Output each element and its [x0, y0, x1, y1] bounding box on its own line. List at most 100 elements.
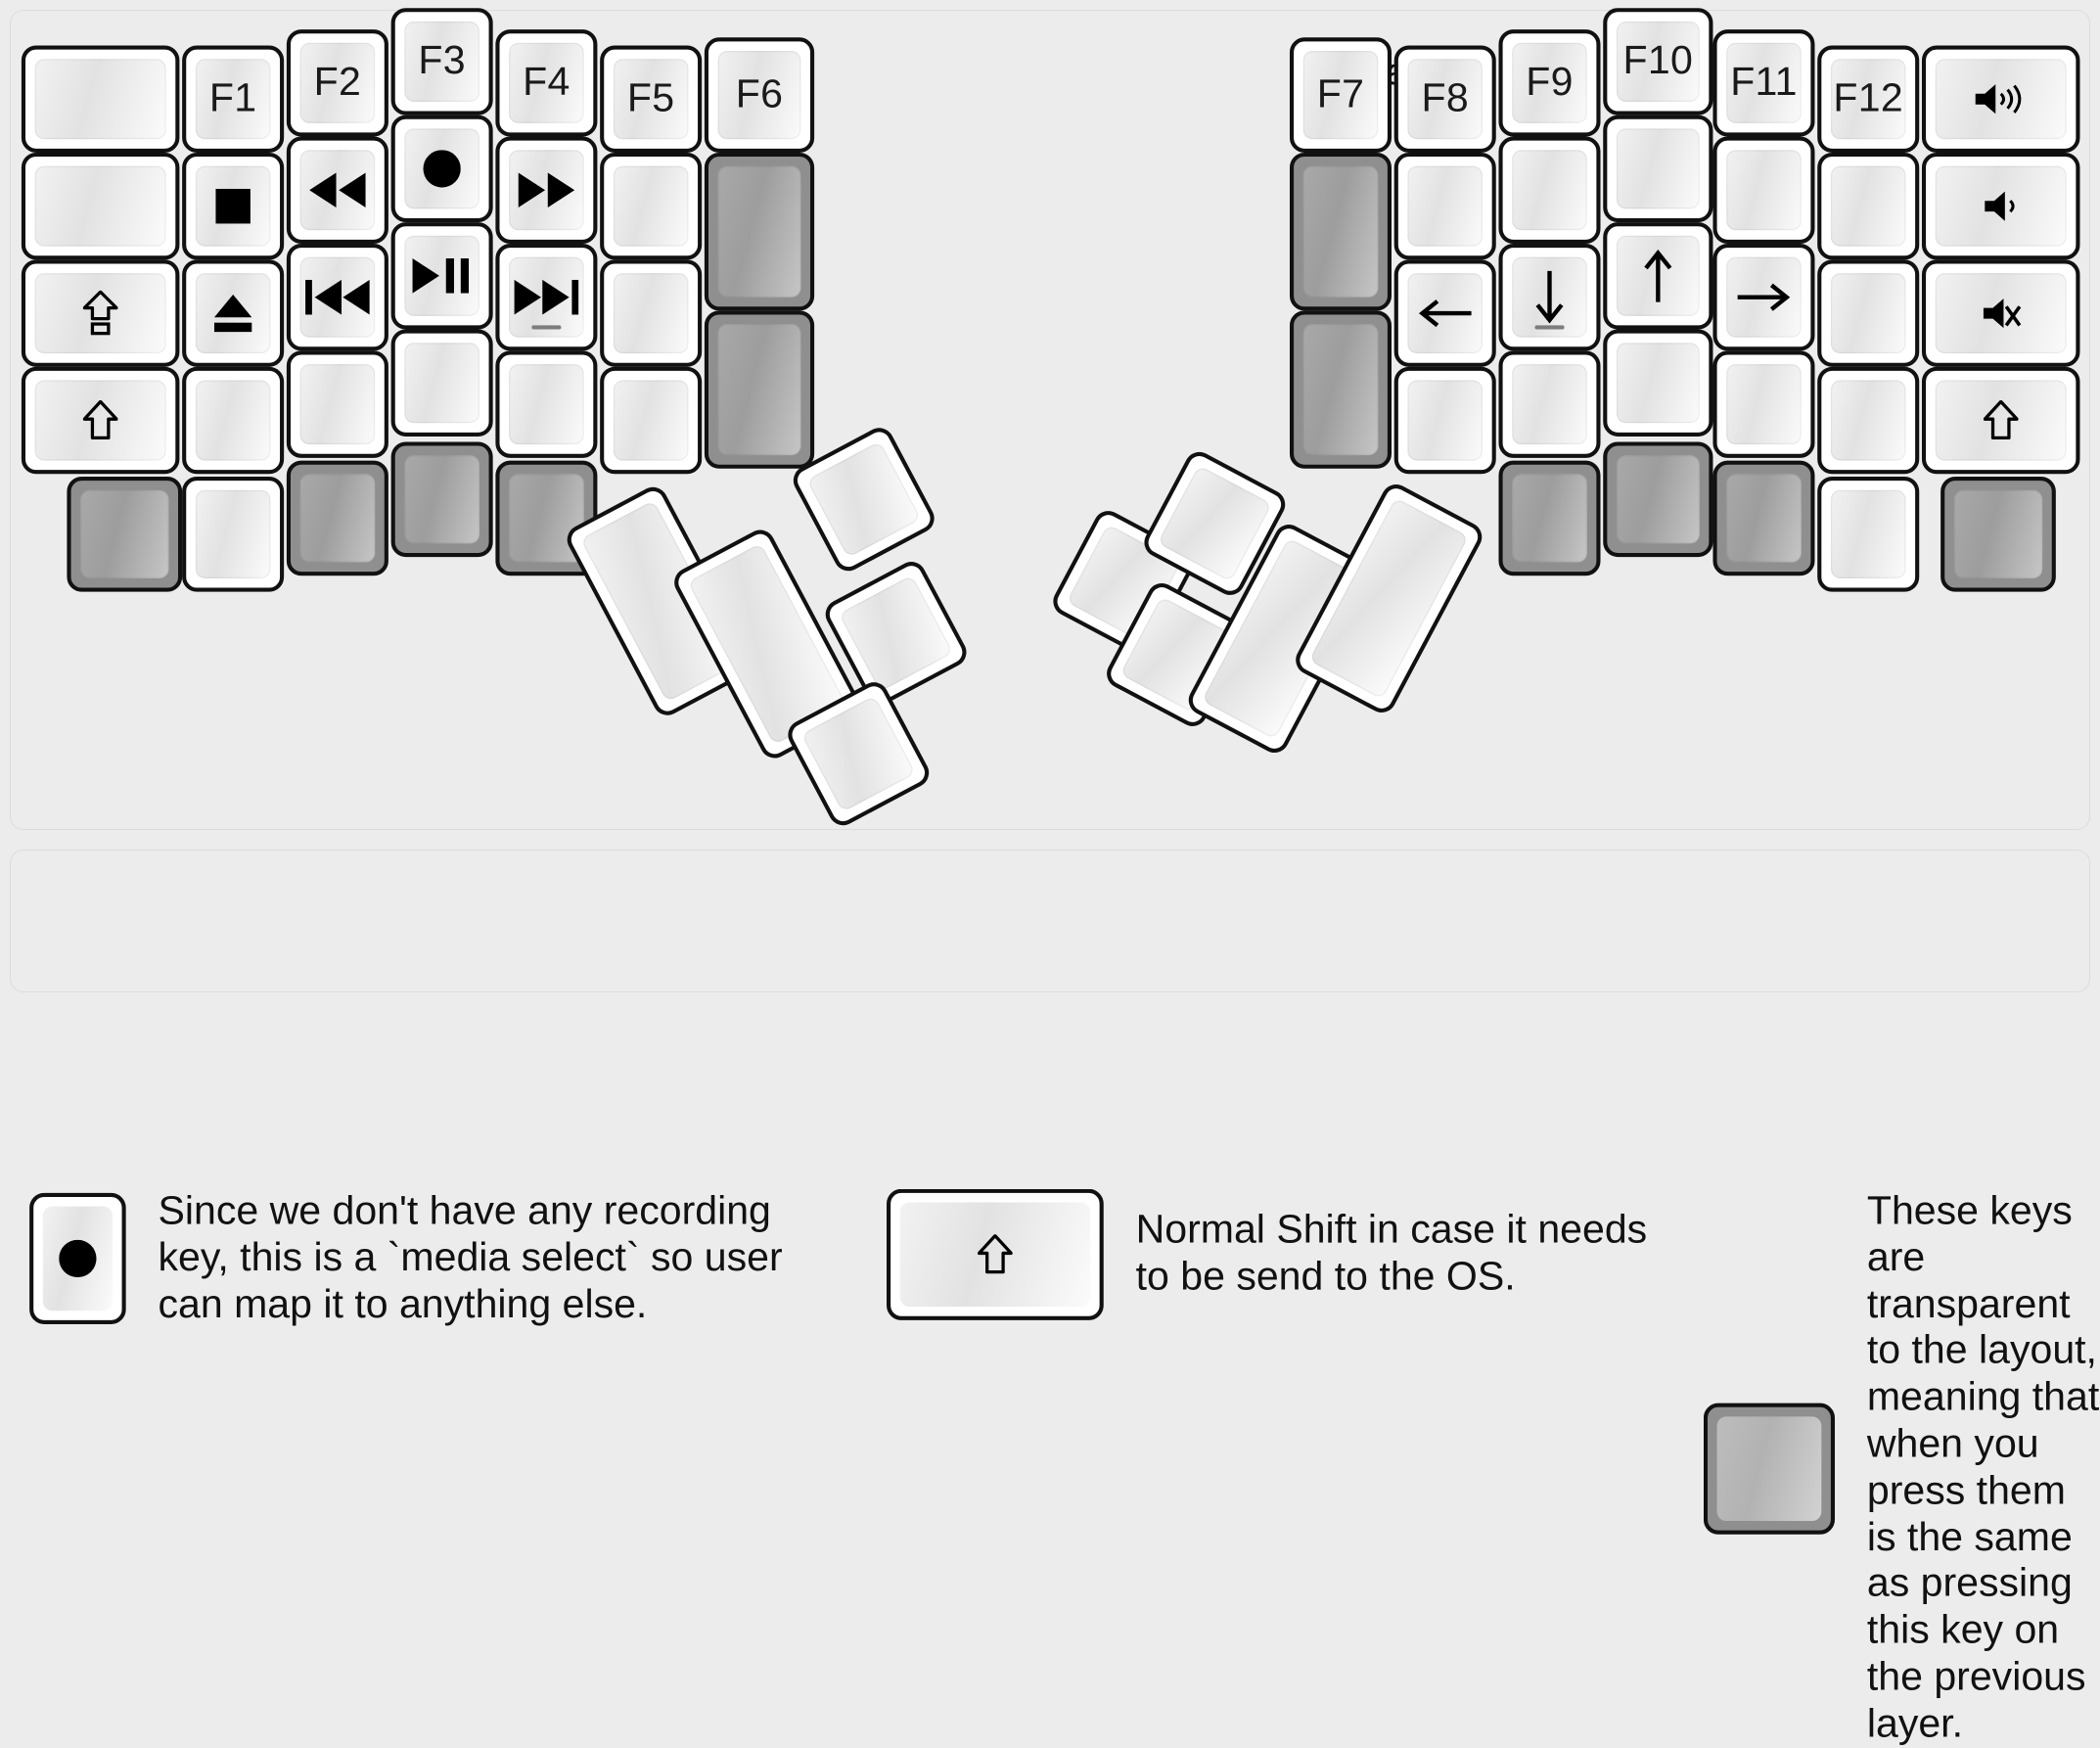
media-stop-icon [215, 188, 251, 224]
keycap-f9[interactable]: F9 [1498, 29, 1601, 137]
right-key-c5-r3[interactable] [1817, 366, 1920, 475]
legend-sample-surface [42, 1206, 113, 1311]
keycap-transparent[interactable] [1498, 460, 1601, 576]
media-record-icon [423, 150, 461, 188]
shift-icon [978, 1234, 1013, 1274]
legend-panel [10, 850, 2090, 992]
right-key-c2-r1[interactable] [1498, 136, 1601, 244]
left-key-c5-r2[interactable] [600, 259, 703, 367]
right-key-c2-r3[interactable] [1498, 350, 1601, 458]
keycap-transparent[interactable] [286, 460, 388, 576]
left-key-c1-r3[interactable] [182, 366, 285, 475]
arrow-right-icon [1737, 283, 1791, 312]
right-key-c5-r4[interactable] [1817, 477, 1920, 592]
keycap-surface [1830, 165, 1906, 247]
left-key-c5-r1[interactable] [600, 152, 703, 260]
keycap-transparent[interactable] [1940, 477, 2056, 592]
keycap-arrow-up[interactable] [1603, 222, 1713, 330]
keycap-surface [1953, 489, 2043, 578]
legend-item: Since we don't have any recording key, t… [29, 1189, 783, 1329]
left-key-c4-r3[interactable] [495, 350, 598, 458]
keycap-surface [1935, 165, 2067, 247]
keycap-f4[interactable]: F4 [495, 29, 598, 137]
keycap-label: F2 [313, 60, 362, 105]
keycap-surface [1407, 165, 1484, 247]
keycap-transparent[interactable] [1289, 310, 1392, 469]
keycap-surface [613, 273, 689, 354]
keycap-media-eject[interactable] [182, 259, 285, 367]
keycap-media-stop[interactable] [182, 152, 285, 260]
left-key-c0-r0[interactable] [21, 45, 180, 153]
right-key-c5-r2[interactable] [1817, 259, 1920, 367]
left-key-c0-r1[interactable] [21, 152, 180, 260]
caps-lock-icon [82, 290, 118, 337]
keycap-surface [1407, 380, 1484, 461]
left-key-c3-r3[interactable] [390, 329, 493, 437]
legend-item: These keys are transparent to the layout… [1703, 1189, 2100, 1748]
keycap-f8[interactable]: F8 [1393, 45, 1496, 153]
left-key-c5-r3[interactable] [600, 366, 703, 475]
legend-sample-surface [899, 1202, 1091, 1308]
keycap-surface [80, 489, 169, 578]
right-key-c5-r1[interactable] [1817, 152, 1920, 260]
right-key-c3-r3[interactable] [1603, 329, 1713, 437]
right-key-c1-r3[interactable] [1393, 366, 1496, 475]
keycap-surface [34, 380, 166, 461]
keycap-volume-mute[interactable] [1921, 259, 2080, 367]
keycap-media-fast-forward[interactable] [495, 136, 598, 244]
keycap-f7[interactable]: F7 [1289, 37, 1392, 153]
homing-bar [531, 325, 562, 330]
keycap-transparent[interactable] [1712, 460, 1815, 576]
keycap-f1[interactable]: F1 [182, 45, 285, 153]
keycap-surface: F11 [1726, 42, 1802, 123]
legend-sample-key [1703, 1403, 1836, 1535]
keycap-shift[interactable] [21, 366, 180, 475]
keycap-arrow-left[interactable] [1393, 259, 1496, 367]
keycap-media-rewind[interactable] [286, 136, 388, 244]
keycap-transparent[interactable] [704, 310, 815, 469]
keycap-surface [1302, 324, 1379, 456]
keycap-shift[interactable] [1921, 366, 2080, 475]
keycap-label: F8 [1421, 75, 1469, 121]
volume-mute-icon [1981, 295, 2022, 332]
keycap-transparent[interactable] [1603, 441, 1713, 558]
keycap-media-prev-track[interactable] [286, 243, 388, 351]
keycap-f3[interactable]: F3 [390, 8, 493, 115]
keycap-transparent[interactable] [704, 152, 815, 311]
right-key-c4-r3[interactable] [1712, 350, 1815, 458]
keycap-label: F12 [1833, 75, 1904, 121]
keycap-media-record[interactable] [390, 115, 493, 223]
keycap-f2[interactable]: F2 [286, 29, 388, 137]
keycap-surface [195, 273, 271, 354]
keycap-volume-up[interactable] [1921, 45, 2080, 153]
keycap-arrow-right[interactable] [1712, 243, 1815, 351]
keycap-media-next-track[interactable] [495, 243, 598, 351]
keycap-transparent[interactable] [67, 477, 183, 592]
right-key-c4-r1[interactable] [1712, 136, 1815, 244]
keycap-label: F4 [523, 60, 571, 105]
right-key-c1-r1[interactable] [1393, 152, 1496, 260]
right-key-c3-r1[interactable] [1603, 115, 1713, 223]
left-key-c2-r3[interactable] [286, 350, 388, 458]
keycap-volume-down[interactable] [1921, 152, 2080, 260]
keycap-surface [404, 128, 479, 209]
keycap-surface [1726, 364, 1802, 445]
keycap-label: F6 [735, 71, 784, 117]
keycap-label: F1 [208, 75, 257, 121]
keycap-transparent[interactable] [390, 441, 493, 558]
keycap-surface [1302, 165, 1379, 298]
keycap-transparent[interactable] [1289, 152, 1392, 311]
keycap-surface [195, 165, 271, 247]
media-eject-icon [213, 294, 253, 333]
keycap-surface [1726, 474, 1802, 563]
left-key-c1-r4[interactable] [182, 477, 285, 592]
keycap-caps-lock[interactable] [21, 259, 180, 367]
keycap-surface [613, 165, 689, 247]
keycap-media-play-pause[interactable] [390, 222, 493, 330]
keycap-f6[interactable]: F6 [704, 37, 815, 153]
keycap-arrow-down[interactable] [1498, 243, 1601, 351]
keycap-f10[interactable]: F10 [1603, 8, 1713, 115]
keycap-f11[interactable]: F11 [1712, 29, 1815, 137]
keycap-f12[interactable]: F12 [1817, 45, 1920, 153]
keycap-f5[interactable]: F5 [600, 45, 703, 153]
